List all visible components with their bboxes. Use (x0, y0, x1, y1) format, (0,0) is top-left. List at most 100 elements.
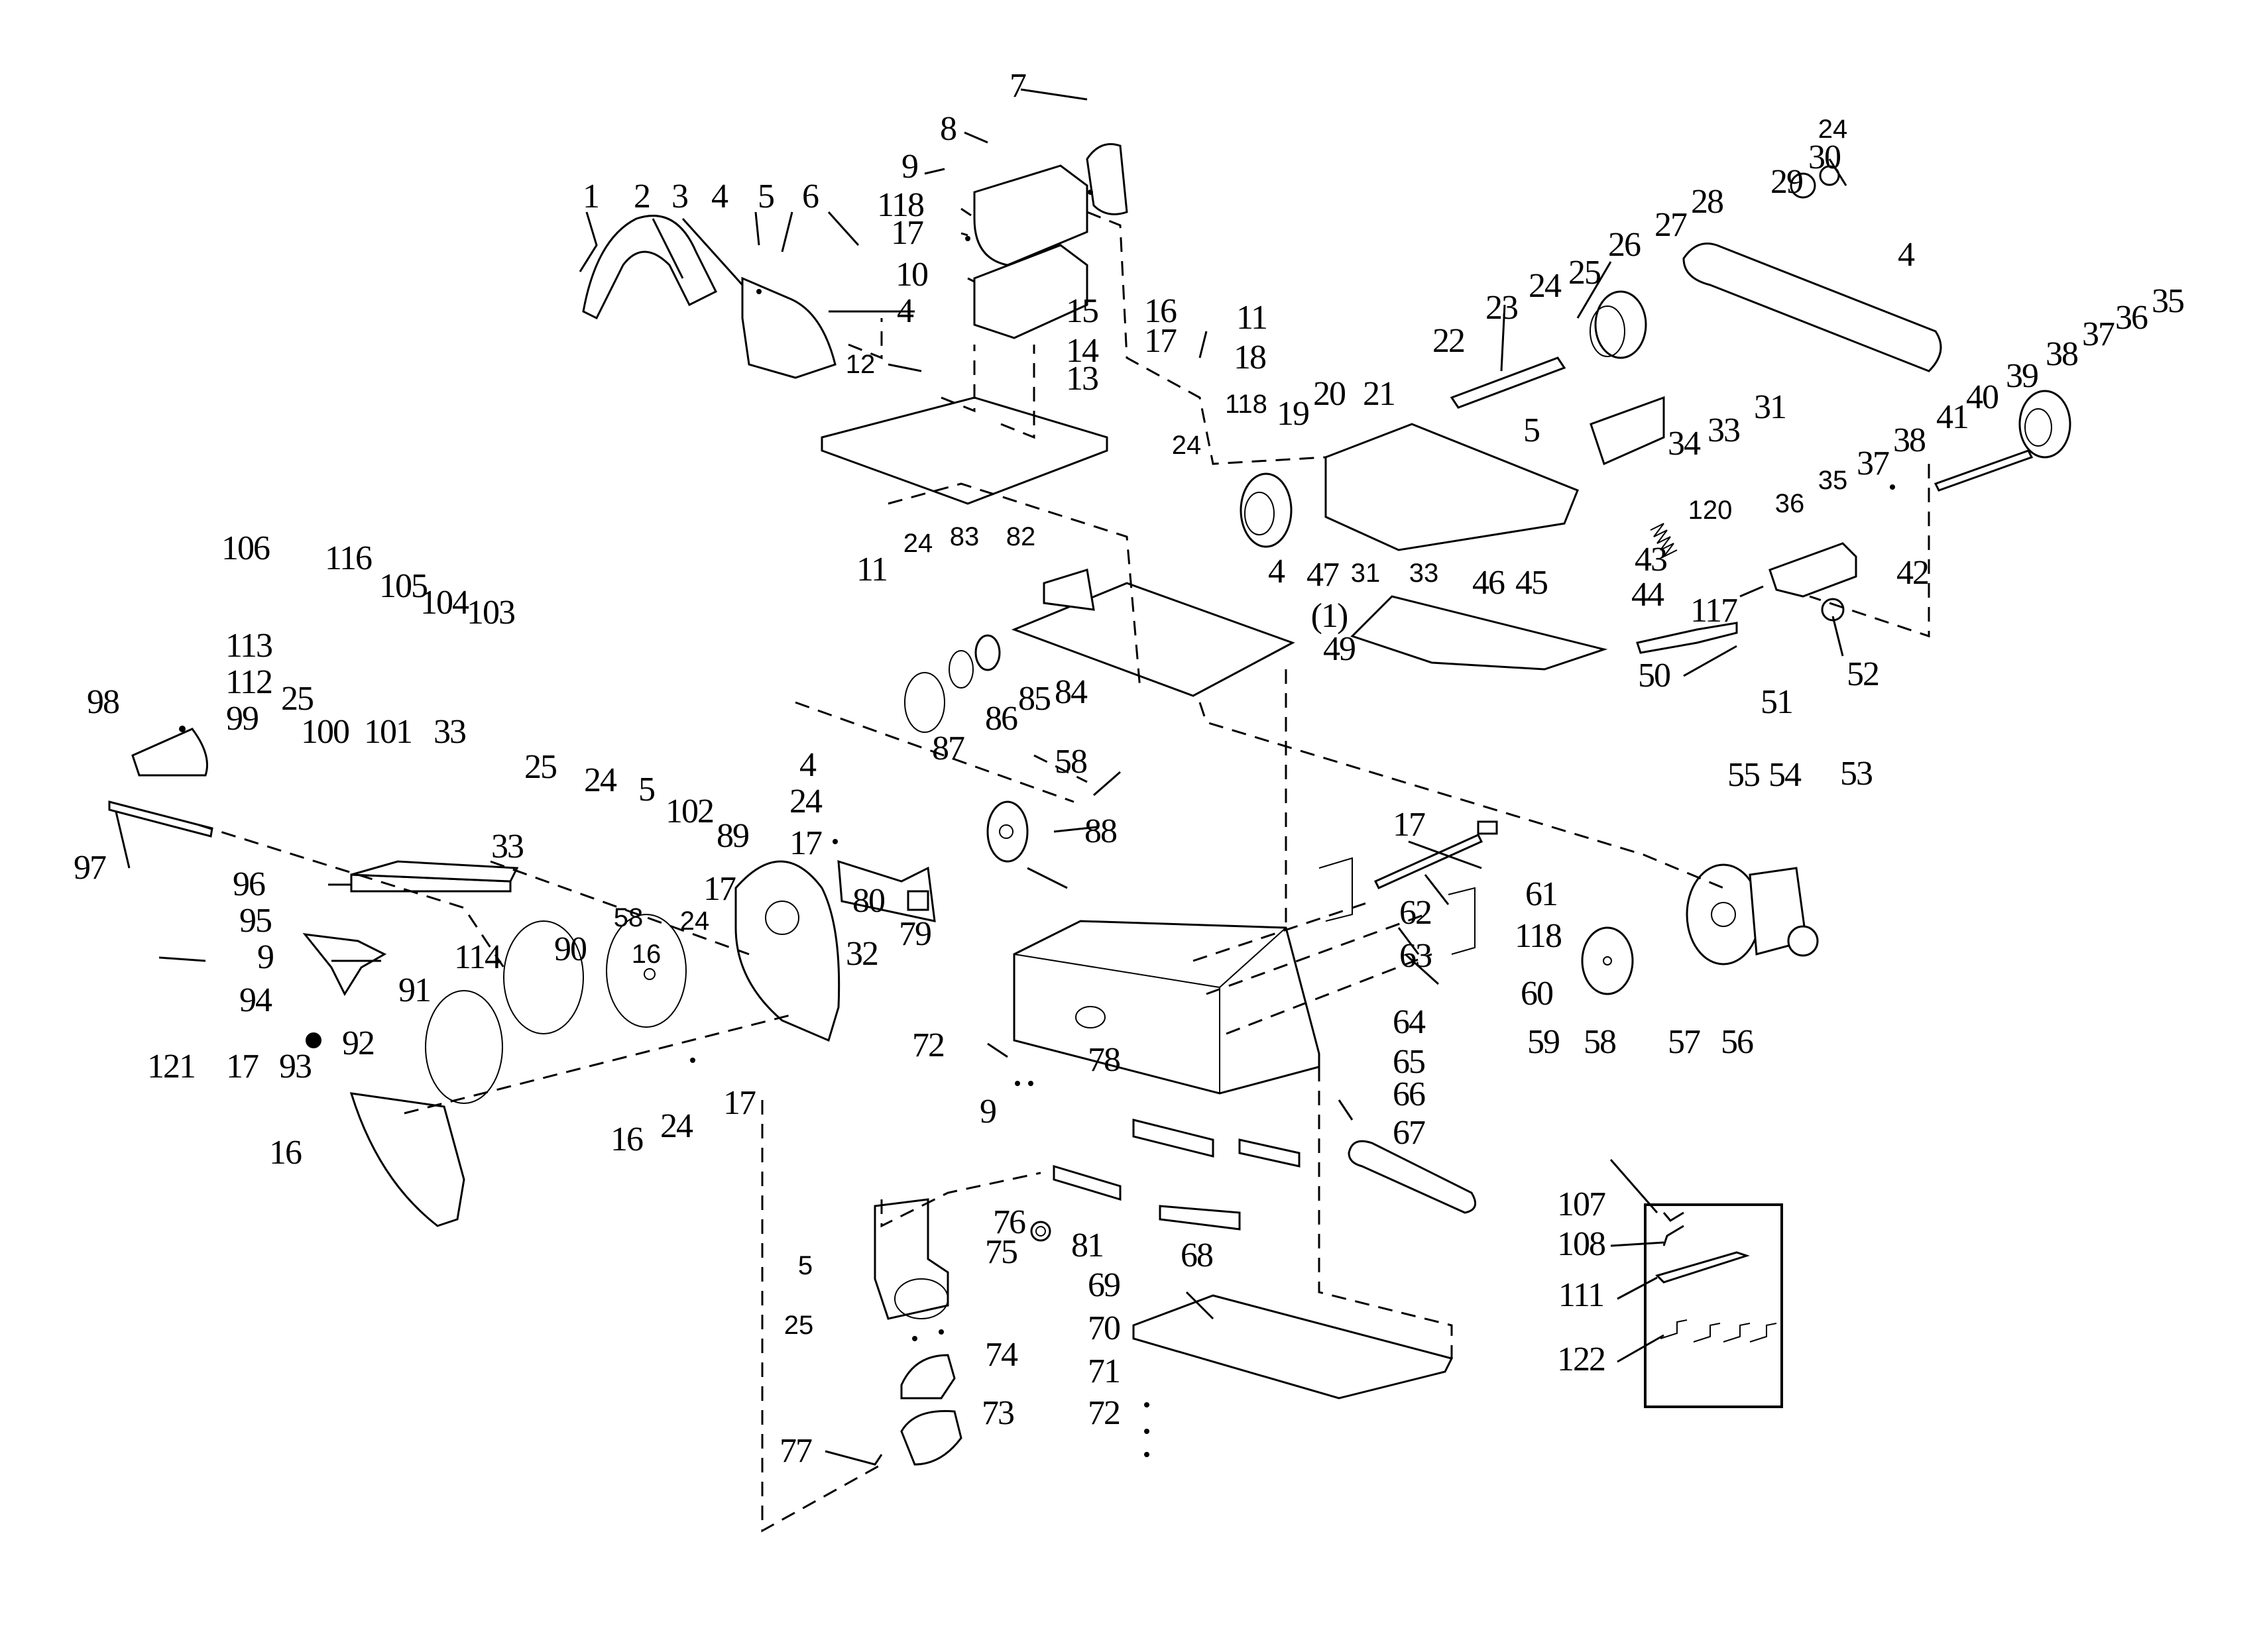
part-label-78: 78 (1088, 1041, 1121, 1079)
part-label-17: 17 (1144, 322, 1177, 360)
part-label-95: 95 (239, 902, 272, 940)
part-label-50: 50 (1638, 657, 1671, 694)
part-label-85: 85 (1018, 680, 1051, 718)
part-label-12: 12 (845, 350, 876, 379)
part-label-7: 7 (1010, 67, 1027, 105)
part-label-73: 73 (982, 1394, 1015, 1432)
part-label-71: 71 (1088, 1352, 1121, 1390)
part-label-24: 24 (679, 907, 710, 936)
part-label-80: 80 (852, 882, 886, 920)
part-label-93: 93 (279, 1048, 312, 1085)
part-label-18: 18 (1234, 339, 1267, 376)
part-label-105: 105 (379, 567, 428, 605)
part-label-107: 107 (1557, 1185, 1606, 1223)
part-60-bracket (1318, 857, 1476, 955)
part-label-16: 16 (610, 1121, 644, 1158)
part-label-13: 13 (1066, 360, 1099, 398)
part-label-111: 111 (1558, 1276, 1605, 1314)
part-label-101: 101 (364, 713, 413, 751)
part-label-98: 98 (87, 683, 120, 721)
part-43-spring (1650, 523, 1678, 557)
part-76-foot (1053, 1164, 1122, 1201)
part-label-67: 67 (1393, 1114, 1426, 1152)
part-34-bracket (1590, 396, 1665, 466)
part-label-83: 83 (949, 522, 980, 551)
part-42-bracket (1768, 542, 1857, 598)
part-59-motor-pulley (1581, 926, 1634, 995)
part-81-bushing (1030, 1221, 1051, 1242)
part-7-cover (1086, 143, 1128, 215)
part-label-31: 31 (1350, 559, 1381, 588)
part-label-91: 91 (398, 971, 432, 1009)
part-label-87: 87 (932, 730, 965, 767)
part-label-33: 33 (491, 828, 524, 865)
part-86-ring (949, 650, 974, 688)
part-label-37: 37 (1857, 445, 1890, 482)
part-label-66: 66 (1393, 1075, 1426, 1113)
part-3-bracket (741, 276, 837, 379)
part-label-38: 38 (1893, 421, 1926, 459)
fasteners (179, 190, 1895, 1457)
part-label-17: 17 (789, 824, 823, 862)
part-label-90: 90 (554, 930, 587, 968)
part-21-frame (1324, 423, 1579, 551)
part-label-59: 59 (1527, 1023, 1560, 1061)
part-label-51: 51 (1761, 683, 1794, 721)
part-label-24: 24 (584, 761, 617, 799)
part-label-23: 23 (1485, 289, 1519, 327)
part-74-chute-half (900, 1354, 956, 1400)
part-label-94: 94 (239, 981, 272, 1019)
part-label-121: 121 (147, 1048, 196, 1085)
part-label-22: 22 (1432, 322, 1466, 360)
part-label-40: 40 (1966, 378, 1999, 416)
part-label-5: 5 (1523, 412, 1540, 449)
part-label-33: 33 (1708, 412, 1741, 449)
part-label-4: 4 (1268, 553, 1285, 590)
part-label-118: 118 (1514, 917, 1562, 955)
part-label-3: 3 (671, 178, 689, 215)
part-label-72: 72 (1088, 1394, 1121, 1432)
part-label-75: 75 (985, 1233, 1018, 1271)
part-93-knob (306, 1032, 321, 1048)
part-label-25: 25 (783, 1311, 814, 1340)
part-20-flange (1240, 472, 1293, 548)
part-label-54: 54 (1768, 756, 1802, 794)
part-label-86: 86 (985, 700, 1018, 738)
part-label-74: 74 (985, 1336, 1018, 1374)
part-label-65: 65 (1393, 1043, 1426, 1081)
part-label-24: 24 (1171, 431, 1202, 460)
part-label-paren-1: (1) (1310, 597, 1349, 635)
part-label-26: 26 (1608, 226, 1641, 264)
part-label-35: 35 (1818, 466, 1848, 495)
part-26-drum (1590, 290, 1647, 359)
part-label-118: 118 (1225, 390, 1267, 419)
part-1-guard (582, 215, 718, 320)
part-label-60: 60 (1521, 975, 1554, 1013)
part-89-disc-guard (734, 860, 840, 1042)
part-label-30: 30 (1808, 138, 1841, 176)
part-label-113: 113 (225, 627, 273, 665)
part-label-56: 56 (1721, 1023, 1754, 1061)
part-label-33: 33 (434, 713, 467, 751)
part-label-96: 96 (233, 865, 266, 903)
part-label-76: 76 (993, 1203, 1026, 1241)
part-label-5: 5 (758, 178, 775, 215)
part-label-1: 1 (583, 178, 600, 215)
part-69-bottom-plate (1132, 1294, 1454, 1400)
part-label-35: 35 (2152, 282, 2185, 320)
part-87-ring (904, 672, 945, 733)
part-label-92: 92 (342, 1024, 375, 1062)
part-label-17: 17 (1393, 806, 1426, 844)
part-label-44: 44 (1631, 576, 1664, 614)
part-label-11: 11 (856, 551, 888, 588)
part-39-drum (2018, 390, 2071, 459)
part-label-58: 58 (1055, 743, 1088, 781)
part-label-31: 31 (1754, 388, 1787, 426)
part-40-shaft (1934, 449, 2034, 492)
accessory-box (1644, 1203, 1783, 1408)
part-label-10: 10 (896, 256, 929, 294)
part-label-49: 49 (1323, 630, 1356, 668)
part-67-drive-belt (1348, 1140, 1477, 1214)
